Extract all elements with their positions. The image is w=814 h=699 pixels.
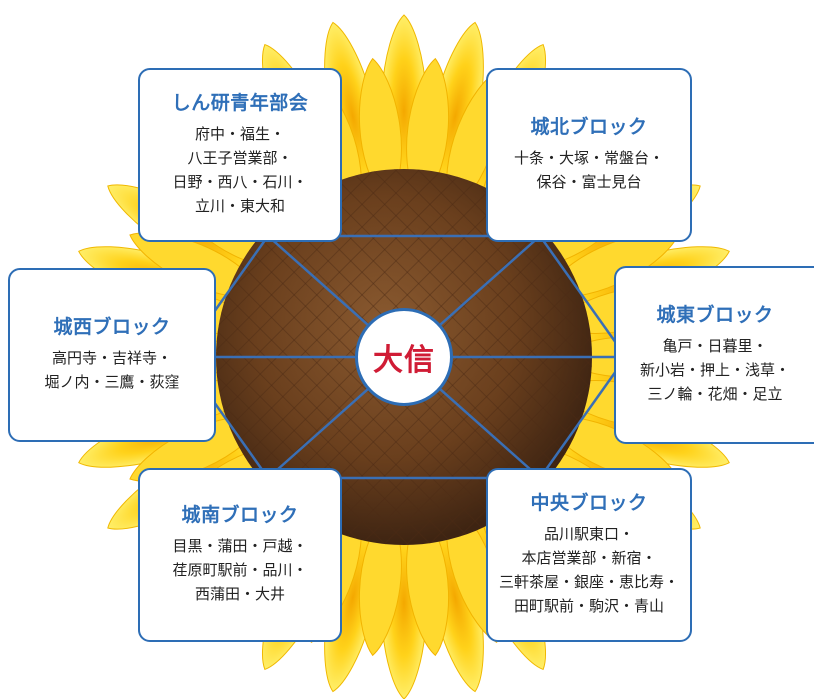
block-member-line: 新小岩・押上・浅草・ [639,361,790,380]
block-member-line: 高円寺・吉祥寺・ [51,349,172,368]
block-member-line: 田町駅前・駒沢・青山 [513,597,664,616]
block-member-line: 立川・東大和 [194,197,285,216]
center-node: 大信 [355,308,453,406]
block-card-shinken: しん研青年部会 府中・福生・ 八王子営業部・ 日野・西八・石川・ 立川・東大和 [138,68,342,242]
block-member-line: 亀戸・日暮里・ [662,337,768,356]
block-member-line: 三軒茶屋・銀座・恵比寿・ [498,573,679,592]
block-card-johoku: 城北ブロック 十条・大塚・常盤台・ 保谷・富士見台 [486,68,692,242]
block-title: 城北ブロック [530,115,648,138]
block-card-jonan: 城南ブロック 目黒・蒲田・戸越・ 荏原町駅前・品川・ 西蒲田・大井 [138,468,342,642]
block-card-joto: 城東ブロック 亀戸・日暮里・ 新小岩・押上・浅草・ 三ノ輪・花畑・足立 [614,266,814,444]
block-card-chuo: 中央ブロック 品川駅東口・ 本店営業部・新宿・ 三軒茶屋・銀座・恵比寿・ 田町駅… [486,468,692,642]
block-member-line: 西蒲田・大井 [194,585,285,604]
block-title: 城東ブロック [656,303,774,326]
block-member-line: 品川駅東口・ [543,525,634,544]
block-member-line: 保谷・富士見台 [536,173,642,192]
block-member-line: 本店営業部・新宿・ [521,549,657,568]
block-card-josei: 城西ブロック 高円寺・吉祥寺・ 堀ノ内・三鷹・荻窪 [8,268,216,442]
block-member-line: 荏原町駅前・品川・ [172,561,308,580]
block-member-line: 目黒・蒲田・戸越・ [172,537,308,556]
block-title: しん研青年部会 [171,91,309,114]
center-label: 大信 [373,343,435,378]
block-member-line: 八王子営業部・ [187,149,293,168]
block-title: 城西ブロック [53,315,171,338]
block-member-line: 堀ノ内・三鷹・荻窪 [44,373,180,392]
block-member-line: 府中・福生・ [194,125,285,144]
block-title: 中央ブロック [530,491,648,514]
block-member-line: 十条・大塚・常盤台・ [513,149,664,168]
block-title: 城南ブロック [181,503,299,526]
block-member-line: 日野・西八・石川・ [172,173,308,192]
block-member-line: 三ノ輪・花畑・足立 [647,385,783,404]
